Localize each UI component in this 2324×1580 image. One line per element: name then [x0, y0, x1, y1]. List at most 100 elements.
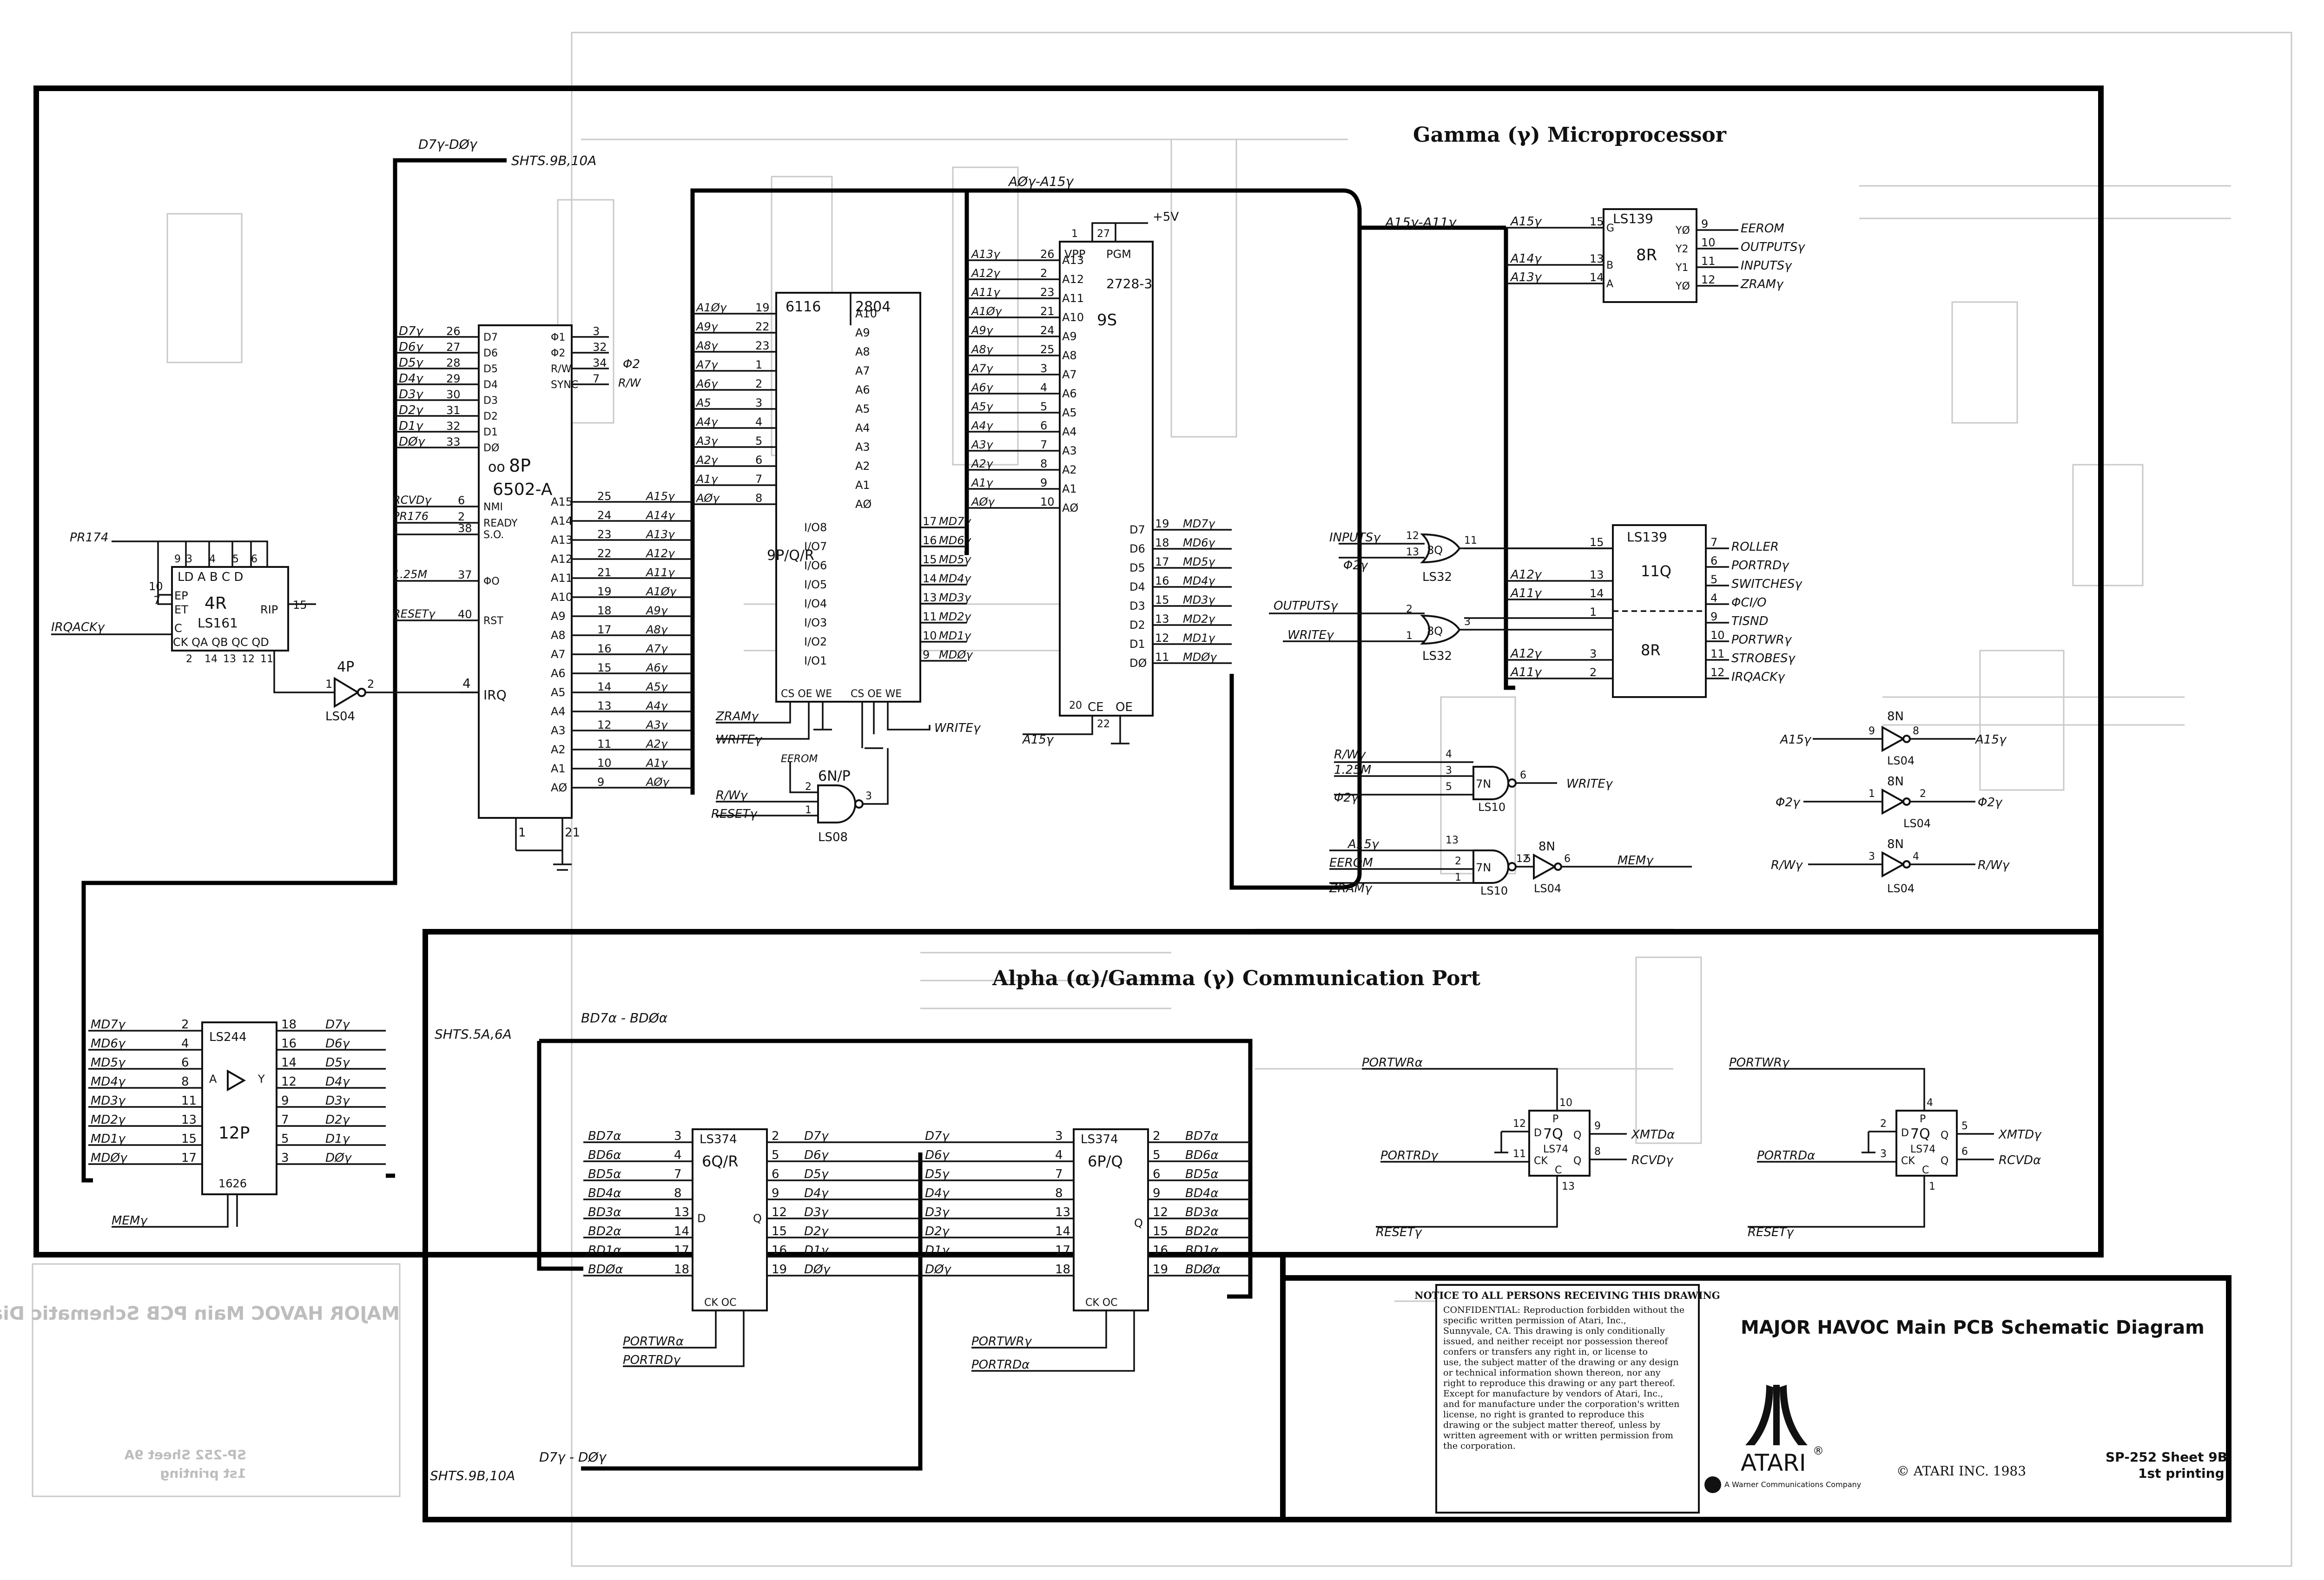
latch2-ck: CK OC [1085, 1297, 1117, 1309]
latch-in-net: BDØα [588, 1263, 623, 1277]
ff2-in-portwr: PORTWRγ [1729, 1056, 1790, 1070]
dec2-in-net: A11γ [1510, 586, 1542, 600]
inv8n-ref-2: 8N [1887, 775, 1904, 789]
rom-addr-pin: 5 [1040, 400, 1047, 413]
ram-part: 6116 [786, 299, 821, 315]
dec2-out-pin: 5 [1710, 573, 1717, 586]
cpu-addr-label: A15 [551, 495, 573, 508]
atari-logo-icon [1745, 1385, 1808, 1445]
latch-in-pin: 4 [1055, 1148, 1063, 1162]
ff2-in-portrd: PORTRDα [1757, 1149, 1815, 1163]
ls10-pin-1: 1 [1455, 872, 1461, 883]
rom-addr-net: A1γ [971, 476, 994, 489]
ls10-pin-4: 4 [1446, 749, 1452, 760]
dec1-out-label: Y1 [1675, 262, 1688, 274]
cpu-data-label: D2 [483, 411, 498, 422]
ram-addr-pin: 3 [755, 396, 762, 409]
atari-brand: ATARI [1741, 1449, 1806, 1476]
rom-addr-pin: 8 [1040, 457, 1047, 470]
ram-addr-label: A9 [855, 326, 870, 339]
rom-addr-net: A1Øγ [971, 305, 1003, 318]
cpu-in-label: S.O. [483, 529, 504, 541]
dec2-out-net: ΦCI/O [1731, 596, 1767, 610]
latch1-ck: CK OC [704, 1297, 736, 1309]
cpu-addr-net: A13γ [645, 528, 675, 541]
cpu-data-net: D4γ [399, 372, 424, 386]
cpu-addr-label: A13 [551, 533, 573, 546]
latch-in-net: D6γ [925, 1148, 950, 1162]
ram-addr-pin: 6 [755, 454, 762, 467]
ram-io-net: MD2γ [939, 610, 971, 623]
inv8n-pin-3: 3 [1868, 851, 1875, 862]
rom-data-pin: 12 [1155, 632, 1169, 645]
ram-addr-pin: 5 [755, 434, 762, 448]
cpu-data-net: D1γ [399, 419, 424, 433]
ff1-ck: CK [1534, 1155, 1548, 1167]
rom-addr-pin: 9 [1040, 476, 1047, 489]
dec2-out-pin: 12 [1710, 666, 1725, 679]
inv8n-pin-6: 6 [1564, 853, 1571, 865]
cpu-addr-net: A1γ [645, 757, 668, 770]
ls32-in-phi2: Φ2γ [1343, 559, 1368, 573]
latch-in-net: D5γ [925, 1167, 950, 1181]
inv4p-ref: 4P [337, 659, 354, 675]
rom-addr-pin: 3 [1040, 362, 1047, 375]
dec1-in-net: A15γ [1510, 215, 1542, 229]
ls32-pin-11: 11 [1464, 535, 1477, 546]
cpu-data-net: DØγ [399, 435, 425, 449]
buf-out-net: D6γ [325, 1037, 350, 1051]
cpu-addr-net: A15γ [645, 490, 675, 503]
cpu-ctrl-pin: 7 [593, 372, 600, 385]
buf-out-pin: 5 [281, 1132, 289, 1146]
latch-in-net: BD5α [588, 1167, 621, 1181]
rom-data-pin: 19 [1155, 517, 1169, 530]
ls10-in-phi2: Φ2γ [1334, 791, 1359, 805]
ls10-pin-3: 3 [1446, 765, 1452, 777]
latch-out-net: D5γ [804, 1167, 829, 1181]
buf-in-net: MD7γ [91, 1018, 126, 1032]
rom-data-net: MD3γ [1183, 593, 1215, 606]
latch-in-pin: 13 [674, 1205, 689, 1219]
rom-data-net: MD7γ [1183, 517, 1215, 530]
cpu-addr-label: A9 [551, 610, 566, 623]
buf-in-pin: 6 [181, 1056, 189, 1070]
cpu-addr-pin: 13 [597, 699, 612, 712]
buf-ref: 12P [218, 1124, 250, 1143]
ff2-out-xmtd: XMTDγ [1998, 1128, 2042, 1142]
ram-io-label: I/O7 [804, 540, 827, 553]
inv8n-pin-4: 4 [1913, 851, 1919, 862]
inv8n-ref-1: 8N [1887, 710, 1904, 724]
latch-out-pin: 15 [772, 1224, 787, 1238]
ram-addr-pin: 8 [755, 492, 762, 505]
rom-addr-pin: 23 [1040, 286, 1055, 299]
latch-out-pin: 16 [1153, 1244, 1168, 1257]
counter-ref: 4R [205, 594, 227, 613]
cpu-data-pin: 33 [446, 435, 461, 448]
latch-in-net: D1γ [925, 1244, 950, 1257]
cpu-addr-net: A2γ [645, 737, 668, 750]
drawing-title: MAJOR HAVOC Main PCB Schematic Diagram [1741, 1317, 2205, 1338]
buf-out-pin: 18 [281, 1018, 297, 1032]
dec1-part: LS139 [1613, 211, 1653, 226]
ram-addr-net: A8γ [695, 339, 719, 352]
dec2-in-pin: 15 [1590, 536, 1604, 549]
or-ls32: INPUTSγ Φ2γ 12 13 11 8Q LS32 OUTPUTSγ WR… [1269, 530, 1613, 663]
dec1-out-label: YØ [1675, 225, 1690, 237]
cpu-data-net: D3γ [399, 388, 424, 402]
ram-io-net: MD4γ [939, 572, 971, 585]
dec2-out-pin: 10 [1710, 629, 1725, 642]
latch-out-net: BDØα [1185, 1263, 1220, 1277]
cpu-ctrl-label: Φ1 [551, 332, 565, 343]
cpu-addr-label: A6 [551, 667, 566, 680]
inv8n-part-2: LS04 [1903, 817, 1931, 830]
cpu-addr-net: A8γ [645, 623, 668, 636]
cpu-in-label: READY [483, 518, 518, 529]
warner-text: A Warner Communications Company [1724, 1480, 1861, 1489]
gate-ls08: 6N/P LS08 EEROM R/Wγ RESETγ 2 1 3 [711, 748, 889, 844]
ls08-in-reset: RESETγ [711, 807, 758, 821]
ls10-pin-12: 12 [1516, 853, 1529, 865]
cpu-data-pin: 30 [446, 388, 461, 401]
ram-io-pin: 14 [923, 572, 937, 585]
